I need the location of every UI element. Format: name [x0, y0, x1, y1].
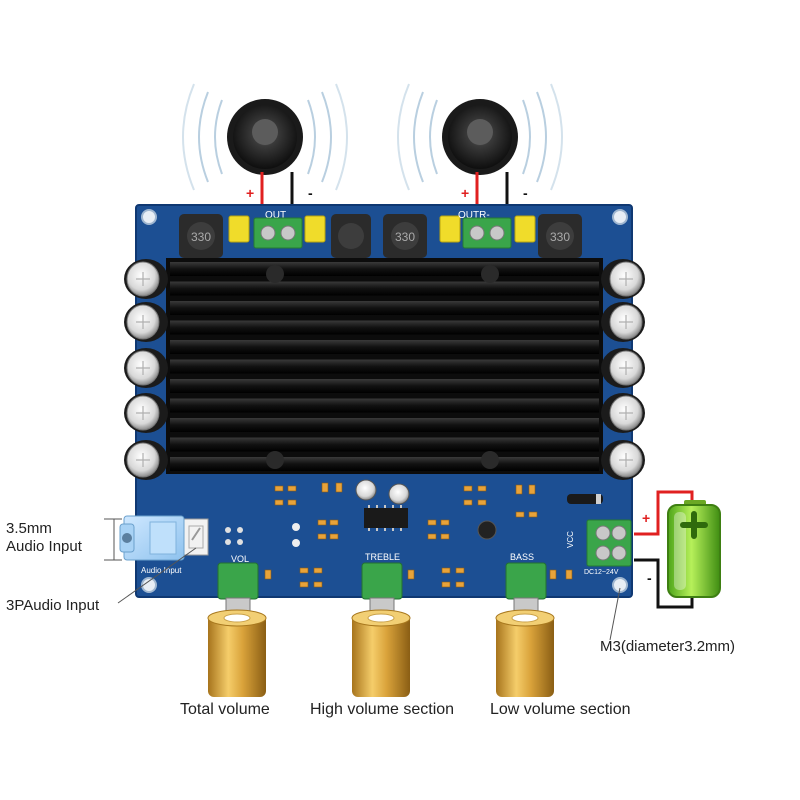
- inductor-label: 330: [191, 230, 211, 244]
- power-terminal[interactable]: [586, 519, 632, 567]
- electrolytic-capacitor: [601, 302, 645, 342]
- heatsink-fin: [170, 281, 599, 296]
- sound-waves-icon: [397, 83, 563, 191]
- battery-icon: + -: [634, 490, 721, 609]
- silk-bass-label: BASS: [510, 552, 534, 562]
- audio-input-label: 3.5mm Audio Input: [6, 520, 82, 556]
- sound-waves-icon: [182, 83, 348, 191]
- electrolytic-capacitors: [124, 259, 645, 480]
- pcb-board: 330 330 330 OUT OU: [119, 204, 645, 598]
- callout-lines: [104, 518, 621, 641]
- speaker-dustcap: [467, 119, 493, 145]
- electrolytic-capacitor: [601, 259, 645, 299]
- speaker-plus-label: +: [461, 185, 469, 201]
- electrolytic-capacitor: [124, 440, 168, 480]
- silk-audio-input-label: Audio Input: [141, 566, 182, 575]
- electrolytic-capacitor: [124, 393, 168, 433]
- mount-hole-icon: [141, 209, 628, 593]
- high-volume-section-label: High volume section: [310, 701, 455, 718]
- electrolytic-capacitor: [124, 259, 168, 299]
- silk-dc-label: DC12~24V: [584, 569, 619, 576]
- heatsink-fin: [170, 398, 599, 413]
- audio-header-3p[interactable]: [183, 518, 209, 556]
- solder-pads: [225, 527, 243, 545]
- audio-input-label-line1: 3.5mm: [6, 520, 52, 537]
- power-minus-label: -: [647, 570, 652, 586]
- silk-outr-label: OUTR-: [458, 210, 490, 221]
- three-p-audio-input-label: 3PAudio Input: [6, 597, 100, 614]
- heatsink-fin: [170, 418, 599, 432]
- inductors: 330 330 330: [179, 214, 582, 258]
- speaker-terminal-left[interactable]: [253, 217, 303, 249]
- heatsink-fin: [170, 320, 599, 335]
- speaker-plus-label: +: [246, 185, 254, 201]
- mount-hole-label: M3(diameter3.2mm): [600, 638, 736, 655]
- heatsink-fin: [170, 262, 599, 276]
- silk-treble-label: TREBLE: [365, 552, 400, 562]
- heatsink-fin: [170, 340, 599, 354]
- silk-out-label: OUT: [265, 210, 286, 221]
- inductor-label: 330: [395, 230, 415, 244]
- silk-vol-label: VOL: [231, 554, 249, 564]
- audio-input-label-line2: Audio Input: [6, 538, 82, 555]
- speaker-minus-label: -: [523, 185, 528, 201]
- heatsink-fin: [170, 379, 599, 393]
- right-speaker: + -: [397, 83, 563, 215]
- diode: [567, 494, 603, 504]
- volume-knob[interactable]: [207, 562, 267, 697]
- heatsink-fin: [170, 457, 599, 471]
- bass-knob[interactable]: [495, 562, 555, 697]
- speaker-dustcap: [252, 119, 278, 145]
- heatsink-fin: [170, 437, 599, 452]
- film-capacitors: [228, 215, 536, 243]
- speaker-terminal-right[interactable]: [462, 217, 512, 249]
- ic-chip: [364, 505, 408, 531]
- treble-knob[interactable]: [351, 562, 411, 697]
- inductor-label: 330: [550, 230, 570, 244]
- electrolytic-capacitor: [124, 302, 168, 342]
- audio-jack-3-5mm[interactable]: [119, 515, 185, 561]
- heatsink-fin: [170, 301, 599, 315]
- electrolytic-capacitor: [601, 440, 645, 480]
- heatsink-fin: [170, 359, 599, 374]
- left-speaker: + -: [182, 83, 348, 215]
- power-plus-label: +: [642, 510, 650, 526]
- small-capacitors: [292, 479, 497, 547]
- electrolytic-capacitor: [601, 393, 645, 433]
- smd-components: [264, 482, 573, 588]
- speaker-minus-label: -: [308, 185, 313, 201]
- electrolytic-capacitor: [601, 348, 645, 388]
- silk-vcc-label: VCC: [566, 531, 575, 548]
- electrolytic-capacitor: [124, 348, 168, 388]
- total-volume-label: Total volume: [180, 701, 270, 718]
- heatsink: [166, 258, 603, 474]
- low-volume-section-label: Low volume section: [490, 701, 631, 718]
